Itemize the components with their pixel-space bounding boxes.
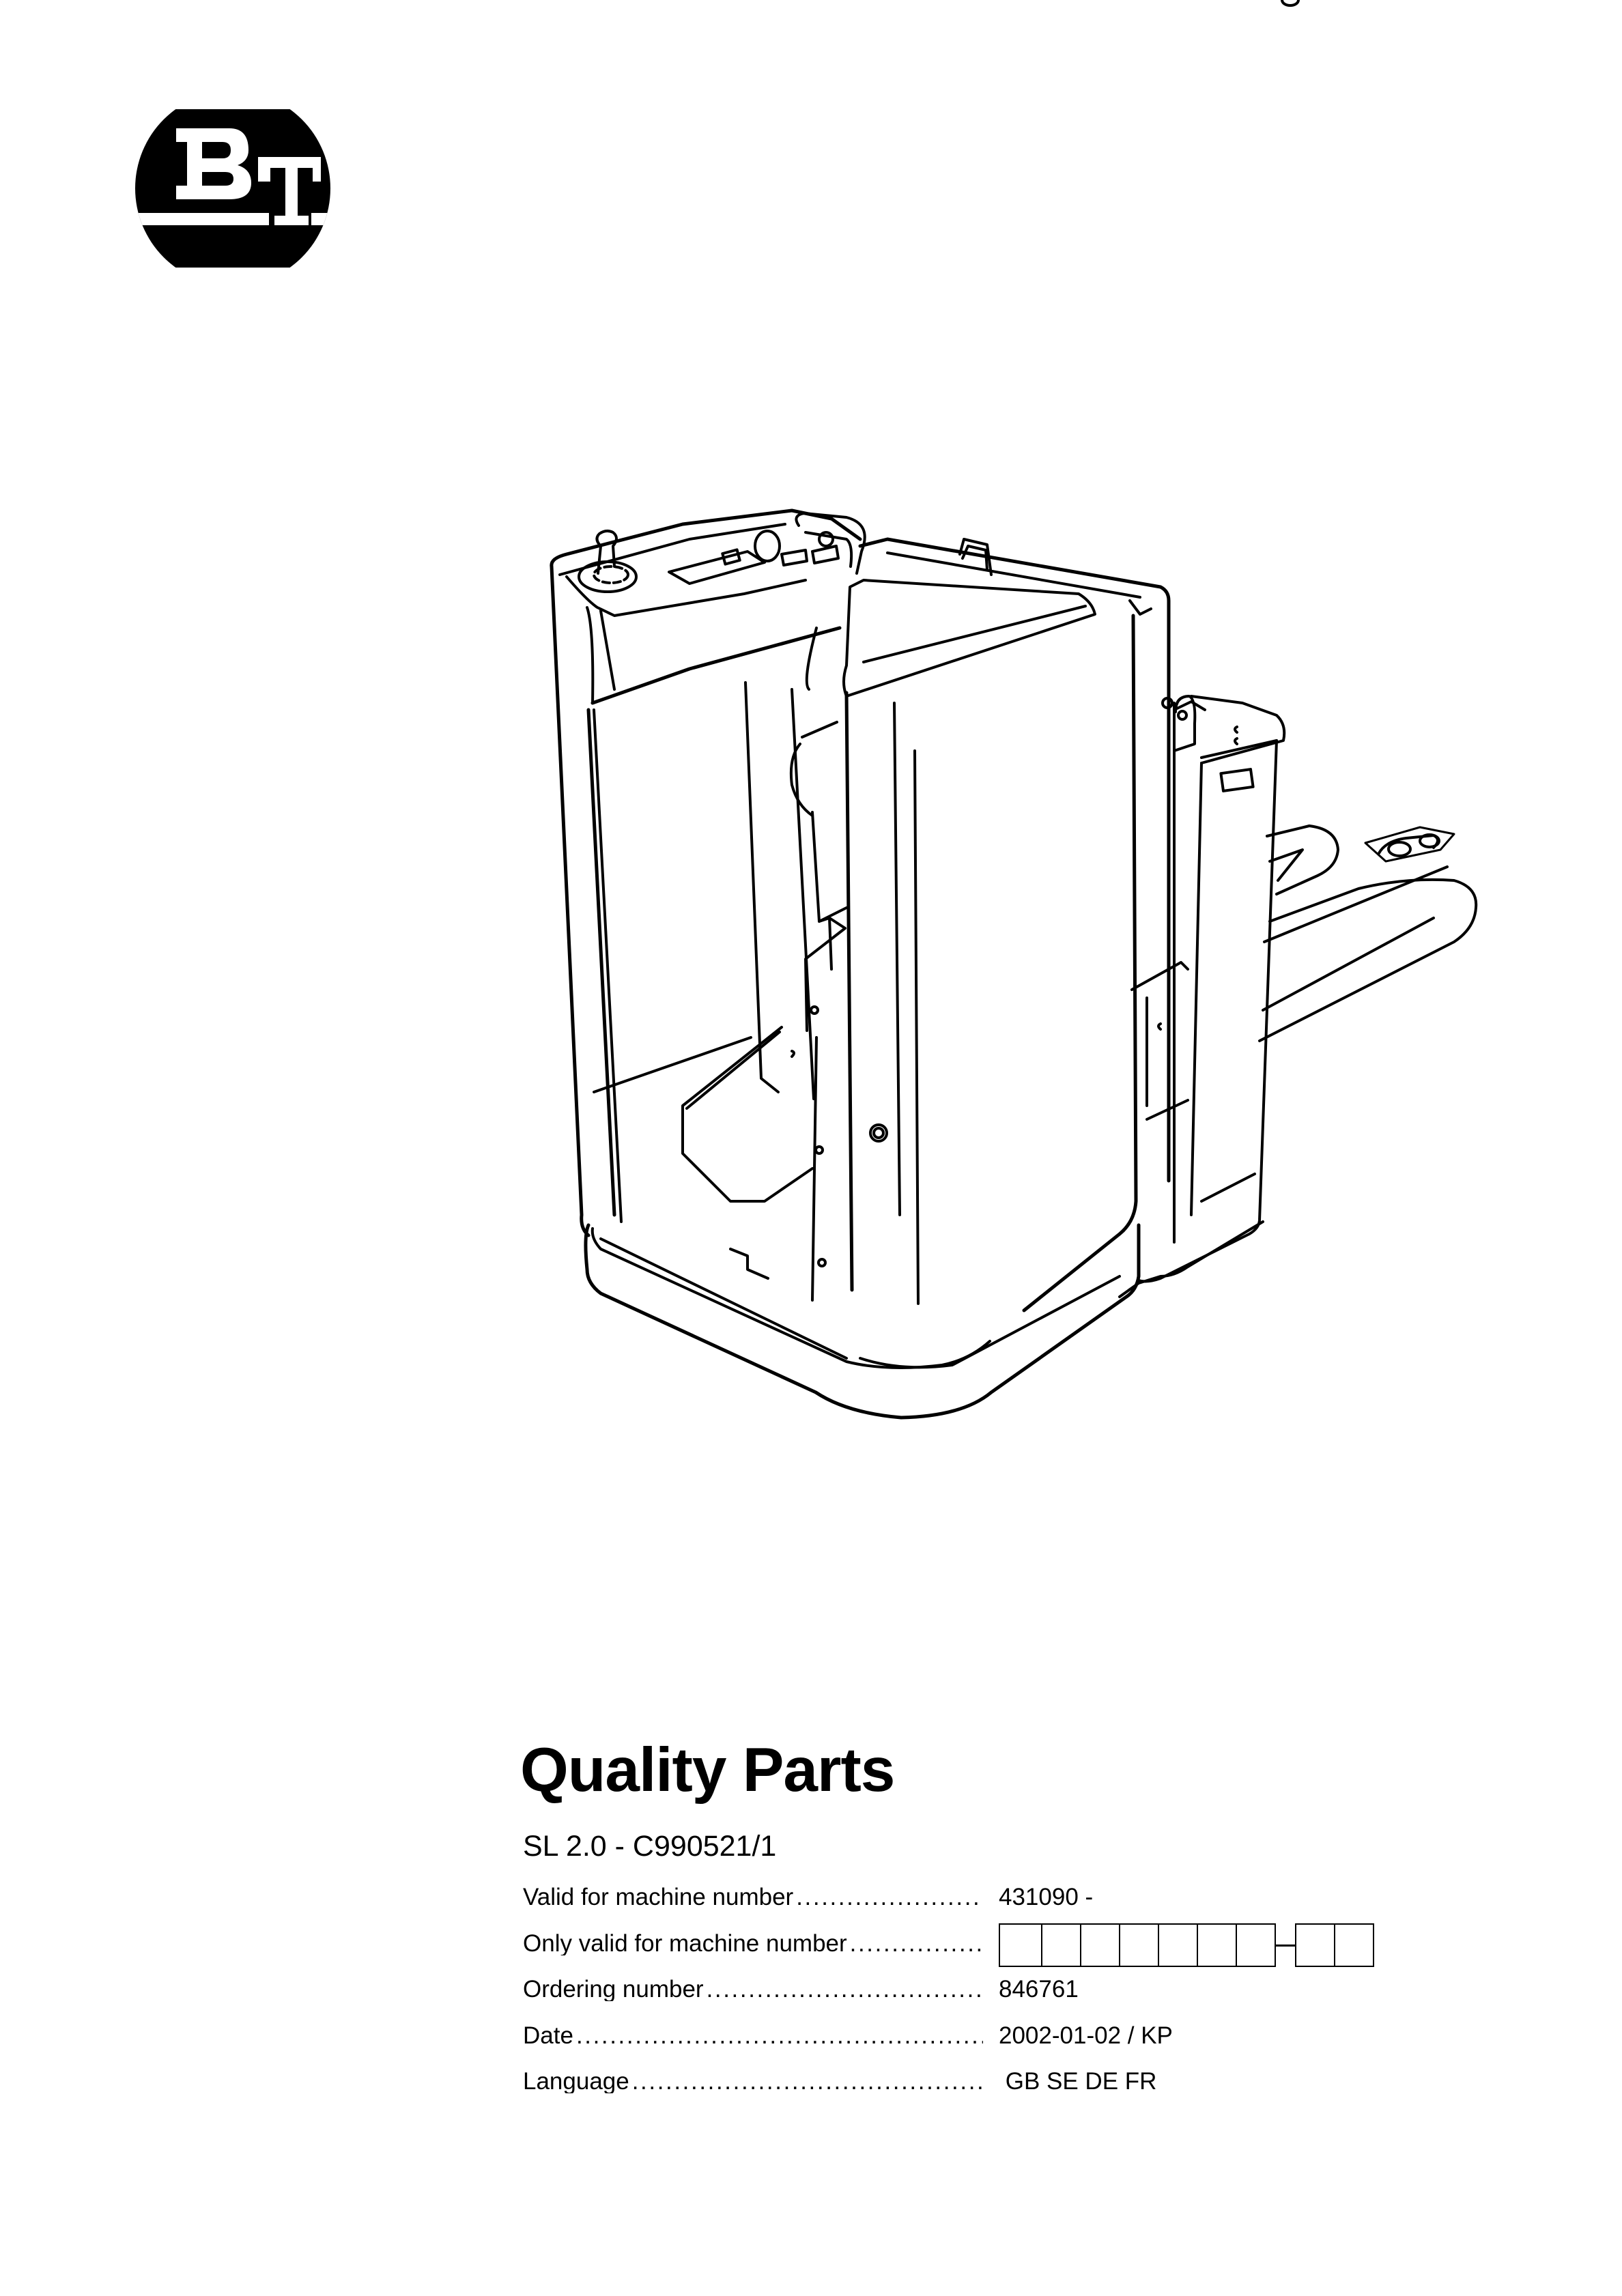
truck-base <box>584 1220 1264 1420</box>
digit-box[interactable] <box>1295 1923 1334 1967</box>
digit-box[interactable] <box>1119 1923 1158 1967</box>
info-value: 2002-01-02 / KP <box>999 2022 1173 2049</box>
bt-logo <box>134 91 332 286</box>
dot-leader: ........................................… <box>631 2069 983 2093</box>
digit-box[interactable] <box>1080 1923 1119 1967</box>
truck-body <box>550 508 1171 1312</box>
info-row-language: Language ...............................… <box>523 2069 1410 2101</box>
pallet-truck-illustration <box>550 0 1478 1420</box>
info-label: Valid for machine number <box>523 1885 794 1909</box>
info-value: 846761 <box>999 1976 1079 2003</box>
digit-box[interactable] <box>1197 1923 1236 1967</box>
digit-box[interactable] <box>999 1923 1041 1967</box>
info-label: Only valid for machine number <box>523 1932 847 1955</box>
dot-leader: ........................................ <box>849 1932 983 1955</box>
document-subtitle: SL 2.0 - C990521/1 <box>523 1830 777 1863</box>
info-row-date: Date ...................................… <box>523 2024 1410 2055</box>
info-row-ordering-number: Ordering number ........................… <box>523 1977 1410 2009</box>
fork-rear <box>1266 0 1339 895</box>
dot-leader: ........................................ <box>796 1885 983 1909</box>
info-label: Ordering number <box>523 1977 704 2001</box>
info-row-valid-machine: Valid for machine number ...............… <box>523 1885 1410 1917</box>
info-label: Language <box>523 2069 629 2093</box>
info-row-only-valid-machine: Only valid for machine number ..........… <box>523 1923 1410 1967</box>
info-value: GB SE DE FR <box>999 2068 1157 2095</box>
drive-module <box>1130 695 1286 1283</box>
fork-front <box>1258 826 1478 1042</box>
digit-box[interactable] <box>1041 1923 1080 1967</box>
box-separator-dash <box>1276 1944 1295 1947</box>
digit-box[interactable] <box>1158 1923 1197 1967</box>
info-value: 431090 - <box>999 1884 1094 1910</box>
digit-box[interactable] <box>1236 1923 1276 1967</box>
machine-number-boxes <box>999 1923 1374 1967</box>
digit-box[interactable] <box>1334 1923 1374 1967</box>
dot-leader: ........................................… <box>575 2024 983 2048</box>
document-title: Quality Parts <box>520 1736 895 1805</box>
bt-brand-logo-icon <box>135 91 330 286</box>
dot-leader: ........................................… <box>706 1977 983 2001</box>
info-label: Date <box>523 2024 573 2048</box>
